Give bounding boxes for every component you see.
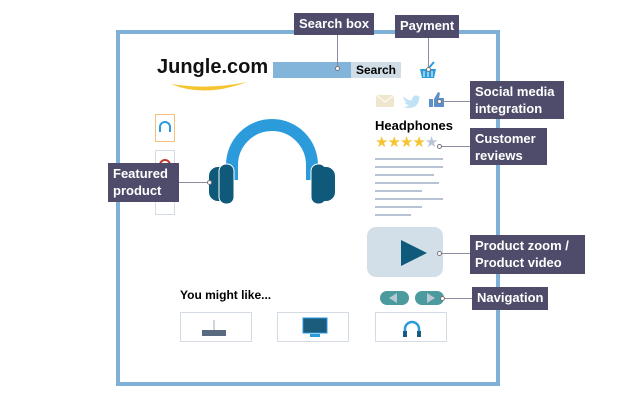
headphones-icon: [159, 121, 171, 132]
callout-featured-product: Featured product: [108, 163, 179, 202]
description-line: [375, 158, 443, 160]
product-title: Headphones: [375, 118, 454, 133]
star-icon: ★: [387, 134, 400, 151]
product-video-player[interactable]: [367, 227, 443, 277]
callout-text: product: [113, 183, 162, 198]
callout-product-zoom: Product zoom / Product video: [470, 235, 585, 274]
star-icon: ★: [412, 134, 425, 151]
thumbnail-selected[interactable]: [155, 114, 175, 142]
callout-social-media: Social media integration: [470, 81, 564, 119]
callout-text: Product zoom /: [475, 238, 569, 253]
previous-button[interactable]: [380, 291, 409, 305]
callout-text: Product video: [475, 255, 562, 270]
arrow-right-icon: [427, 293, 435, 303]
callout-text: reviews: [475, 148, 523, 163]
description-line: [375, 174, 434, 176]
callout-payment: Payment: [395, 15, 460, 38]
featured-headphones-image[interactable]: [205, 110, 340, 205]
star-icon: ★: [375, 134, 388, 151]
logo-swoosh-icon: [171, 82, 247, 91]
monitor-icon: [302, 317, 328, 337]
router-icon: [202, 320, 226, 336]
logo-text: Jungle.com: [157, 56, 269, 78]
callout-navigation: Navigation: [472, 287, 549, 310]
description-line: [375, 206, 422, 208]
search-input[interactable]: [273, 62, 351, 78]
star-rating[interactable]: ★★★★★: [375, 133, 438, 151]
star-empty-icon: ★: [424, 134, 438, 151]
description-line: [375, 190, 422, 192]
description-line: [375, 166, 443, 168]
email-icon[interactable]: [376, 95, 394, 107]
callout-text: Social media: [475, 84, 555, 99]
description-line: [375, 182, 439, 184]
callout-text: integration: [475, 101, 543, 116]
recommended-router[interactable]: [180, 312, 252, 342]
callout-text: Featured: [113, 166, 168, 181]
description-line: [375, 214, 411, 216]
recommended-headphones[interactable]: [375, 312, 447, 342]
headphones-icon: [403, 320, 421, 337]
callout-search-box: Search box: [294, 13, 375, 35]
play-icon[interactable]: [401, 240, 427, 266]
recommendations-heading: You might like...: [180, 288, 272, 302]
recommended-monitor[interactable]: [277, 312, 349, 342]
arrow-left-icon: [389, 293, 397, 303]
search-button[interactable]: Search: [351, 62, 401, 78]
callout-customer-reviews: Customer reviews: [470, 128, 547, 165]
twitter-icon[interactable]: [402, 93, 420, 108]
next-button[interactable]: [415, 291, 444, 305]
site-logo[interactable]: Jungle.com: [157, 56, 269, 91]
description-line: [375, 198, 443, 200]
callout-text: Customer: [475, 131, 536, 146]
star-icon: ★: [399, 134, 413, 151]
